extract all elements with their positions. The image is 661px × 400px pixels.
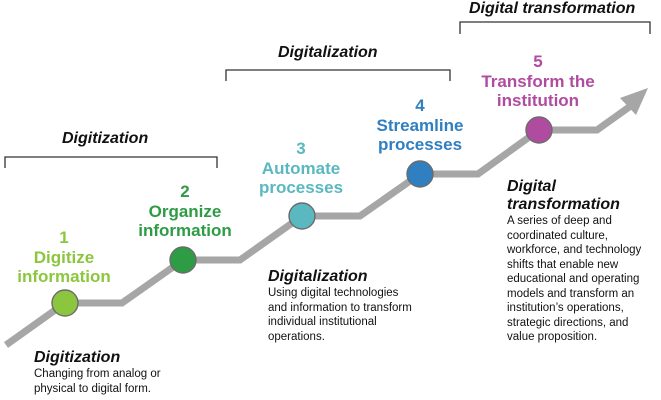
digital-transformation-description-line: models and transform an [507, 287, 635, 300]
digital-transformation-description-line: strategic directions, and [507, 316, 629, 329]
step-5-label: 5 Transform the institution [468, 52, 608, 110]
digitalization-description-line: individual institutional [268, 316, 377, 328]
digitalization-description: Digitalization Using digital technologie… [268, 268, 468, 344]
digital-transformation-description-line: educational and operating [507, 273, 640, 285]
digitization-description-title: Digitization [34, 349, 121, 366]
step-2-number: 2 [180, 182, 190, 201]
step-4-label-line2: processes [377, 135, 463, 154]
digitization-description-line: Changing from analog or [34, 368, 161, 380]
digitalization-description-line: Using digital technologies [268, 287, 399, 299]
phase-title-digitization: Digitization [62, 130, 149, 147]
digital-transformation-bracket [459, 21, 651, 34]
digitalization-bracket [225, 69, 451, 81]
step-1-number: 1 [59, 228, 69, 247]
step-1-circle [51, 289, 79, 317]
phase-title-digital-transformation: Digital transformation [469, 0, 636, 17]
digitization-description-line: physical to digital form. [34, 382, 151, 395]
step-1-label-line1: Digitize [33, 248, 95, 267]
digital-transformation-description-line: A series of deep and [507, 215, 612, 227]
digital-transformation-description-line: coordinated culture, [507, 229, 609, 242]
step-2-label-line2: information [138, 221, 232, 240]
step-5-label-line1: Transform the [481, 72, 595, 91]
step-4-circle [406, 160, 434, 188]
step-4-label: 4 Streamline processes [358, 96, 482, 154]
digital-transformation-description-line: value proposition. [507, 331, 598, 343]
step-2-label-line1: Organize [148, 202, 222, 221]
step-5-circle [525, 116, 553, 144]
digitization-bracket [4, 156, 218, 168]
phase-title-digitalization: Digitalization [278, 44, 378, 61]
step-4-number: 4 [415, 96, 425, 115]
digital-transformation-description-title-line1: Digital [507, 178, 556, 195]
step-3-number: 3 [296, 139, 306, 158]
step-5-number: 5 [533, 52, 543, 71]
step-3-circle [288, 202, 316, 230]
digitalization-description-line: operations. [268, 330, 325, 343]
step-2-circle [169, 246, 197, 274]
digital-transformation-description: Digital transformation A series of deep … [507, 178, 657, 345]
digitalization-description-title: Digitalization [268, 268, 368, 285]
step-1-label-line2: information [17, 267, 111, 286]
digital-transformation-description-line: shifts that enable new [507, 258, 619, 271]
digital-transformation-description-line: workforce, and technology [507, 244, 642, 256]
arrow-head [620, 88, 648, 115]
step-4-label-line1: Streamline [376, 116, 464, 135]
digitization-description: Digitization Changing from analog or phy… [34, 349, 234, 396]
step-1-label: 1 Digitize information [4, 228, 124, 286]
digitalization-description-line: and information to transform [268, 301, 412, 314]
step-3-label-line2: processes [258, 178, 344, 197]
digital-transformation-description-line: institution’s operations, [507, 302, 624, 314]
step-3-label-line1: Automate [261, 159, 341, 178]
step-3-label: 3 Automate processes [241, 139, 361, 197]
step-2-label: 2 Organize information [125, 182, 245, 240]
step-5-label-line2: institution [496, 91, 580, 110]
digital-transformation-description-title-line2: transformation [507, 196, 620, 213]
